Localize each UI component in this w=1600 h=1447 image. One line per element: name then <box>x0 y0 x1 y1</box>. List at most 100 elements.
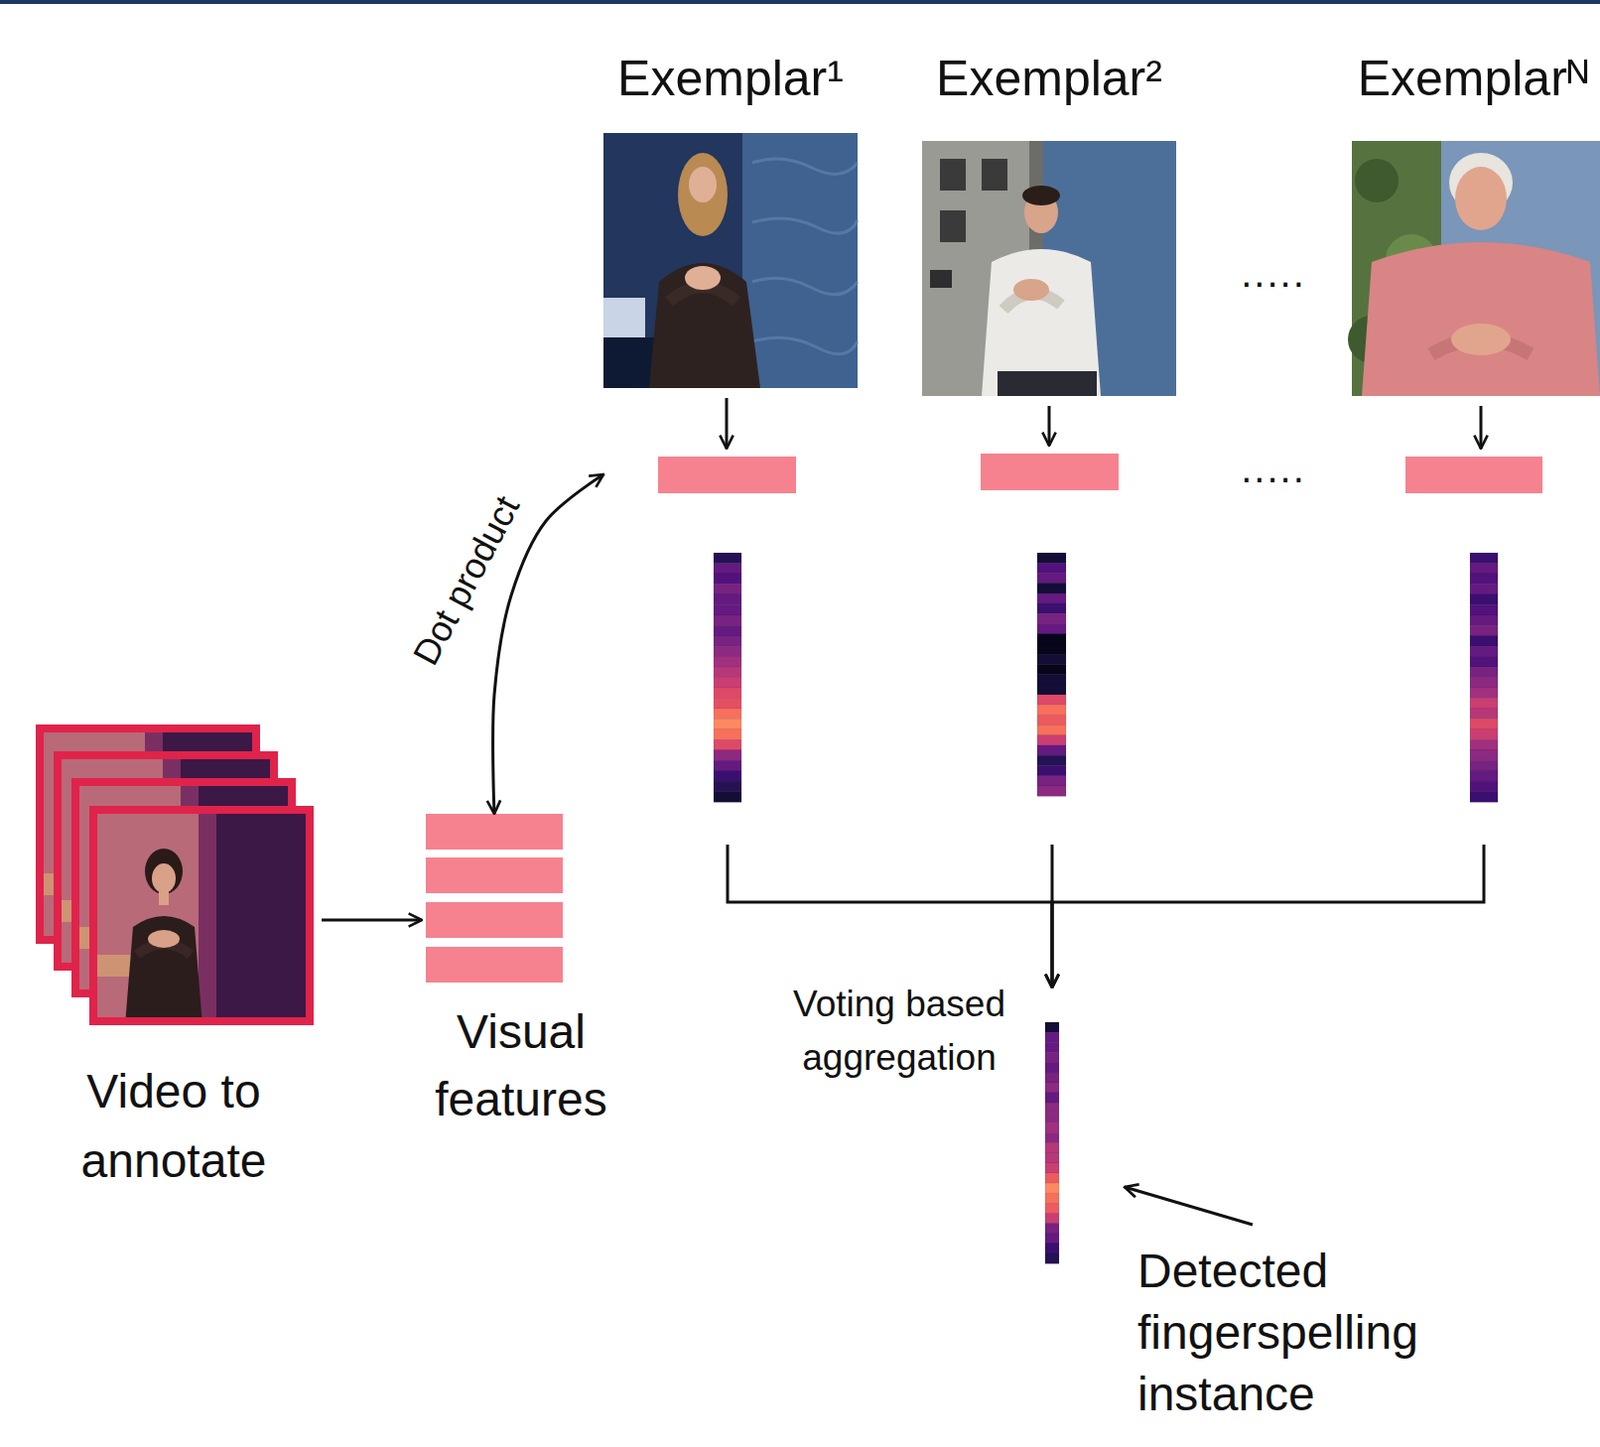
callout-leader <box>1124 1187 1253 1225</box>
visual-feature-bars <box>425 902 563 938</box>
heatmap-cell <box>1037 755 1067 767</box>
exemplar-image <box>1354 158 1399 203</box>
heatmap-cell <box>1469 666 1498 678</box>
heatmap-cell <box>1037 704 1067 716</box>
heatmap-cell <box>713 666 742 678</box>
heatmap-cell <box>1037 684 1067 696</box>
exemplar-image <box>688 166 717 203</box>
heatmap-cell <box>713 687 742 699</box>
heatmap-cell <box>1469 552 1498 564</box>
heading: Exemplarᴺ <box>1349 48 1597 109</box>
heatmap-cell <box>1469 583 1498 595</box>
video-frame-stack <box>35 724 314 1026</box>
heatmap-cell <box>1469 697 1498 709</box>
heatmap-cell <box>1469 718 1498 730</box>
down-arrow <box>725 398 729 449</box>
heatmap-cell <box>1037 725 1067 737</box>
heatmap-cell <box>713 697 742 709</box>
down-arrow <box>1479 405 1483 449</box>
heatmap-cell <box>713 781 742 793</box>
heatmap-cell <box>1469 594 1498 606</box>
heatmap-cell <box>1045 1253 1060 1264</box>
exemplar-image <box>981 158 1008 191</box>
exemplar-image <box>603 133 858 389</box>
heatmap-cell <box>713 604 742 616</box>
heatmap-cell <box>1037 583 1067 595</box>
heatmap-cell <box>1045 1072 1060 1083</box>
heatmap-cell <box>713 708 742 720</box>
edge-label: Voting based aggregation <box>770 977 1029 1085</box>
heatmap-cell <box>713 646 742 658</box>
heatmap-cell <box>1037 735 1067 747</box>
exemplar-image <box>1351 140 1600 397</box>
exemplar-image <box>981 249 1101 397</box>
exemplar-image <box>677 152 728 237</box>
caption: Visual features <box>421 998 621 1134</box>
heatmap-cell <box>713 615 742 627</box>
feature-stack: Visual features <box>421 813 625 1172</box>
heatmap-cell <box>713 771 742 783</box>
top-band <box>0 0 1600 4</box>
heatmap-cell <box>1045 1082 1060 1093</box>
heatmap-cell <box>713 739 742 751</box>
exemplar: Exemplar² <box>922 39 1181 845</box>
heatmap-cell <box>1045 1223 1060 1234</box>
video-frame-stack <box>89 805 314 1026</box>
heatmap-cell <box>713 792 742 803</box>
heatmap-cell <box>1469 750 1498 762</box>
heatmap-cell <box>1037 694 1067 706</box>
heatmap-cell <box>1045 1022 1060 1033</box>
heatmap-cell <box>713 760 742 772</box>
exemplar-feature-bars <box>1405 456 1543 494</box>
video-stack: Video to annotate <box>29 719 322 1200</box>
heatmap-cell <box>1037 765 1067 777</box>
heatmap-cell <box>1469 781 1498 793</box>
heatmap-cell <box>1469 677 1498 689</box>
down-arrow <box>1048 405 1052 446</box>
exemplar: Exemplar¹ <box>603 39 862 845</box>
connector <box>321 919 422 923</box>
heatmap-cell <box>1045 1173 1060 1184</box>
exemplar-image <box>1455 166 1507 231</box>
visual-feature-bars <box>425 946 563 983</box>
down-arrow <box>726 398 1481 449</box>
heatmap-cell <box>1037 613 1067 625</box>
heatmap-cell <box>1045 1243 1060 1254</box>
heatmap-cell <box>713 677 742 689</box>
heatmap-cell <box>713 657 742 668</box>
heatmap-cell <box>713 562 742 574</box>
heatmap-cell <box>1037 603 1067 615</box>
heatmap-cell <box>1469 562 1498 574</box>
heatmap-cell <box>1469 615 1498 627</box>
exemplar-image <box>939 158 966 191</box>
heatmap-cell <box>1037 562 1067 574</box>
heatmap-cell <box>1045 1122 1060 1133</box>
ellipsis-mark: ..... <box>1223 443 1324 494</box>
heatmap-cell <box>1045 1102 1060 1113</box>
heatmap-cell <box>1469 657 1498 668</box>
output-heatmap: Detected fingerspelling instance <box>1032 987 1499 1430</box>
exemplar-image <box>997 371 1097 397</box>
heatmap-cell <box>1037 552 1067 564</box>
heatmap-column <box>713 552 742 802</box>
exemplar-image <box>603 297 646 338</box>
heatmap-column <box>1045 1022 1060 1264</box>
edge-label: Dot product <box>401 483 531 677</box>
heatmap-cell <box>713 718 742 730</box>
exemplar-image <box>742 133 858 389</box>
heatmap-cell <box>1037 745 1067 757</box>
exemplar-image <box>1361 242 1600 397</box>
exemplar-image <box>939 210 966 243</box>
heatmap-cell <box>1045 1153 1060 1164</box>
heatmap-cell <box>1469 573 1498 585</box>
heatmap-cell <box>1469 625 1498 637</box>
heatmap-cell <box>1469 760 1498 772</box>
callout-text: Detected fingerspelling instance <box>1137 1240 1495 1426</box>
exemplar-image <box>752 158 858 355</box>
exemplar-image <box>922 140 1177 397</box>
heatmap-column <box>1037 552 1067 797</box>
exemplar-image <box>1022 185 1061 206</box>
